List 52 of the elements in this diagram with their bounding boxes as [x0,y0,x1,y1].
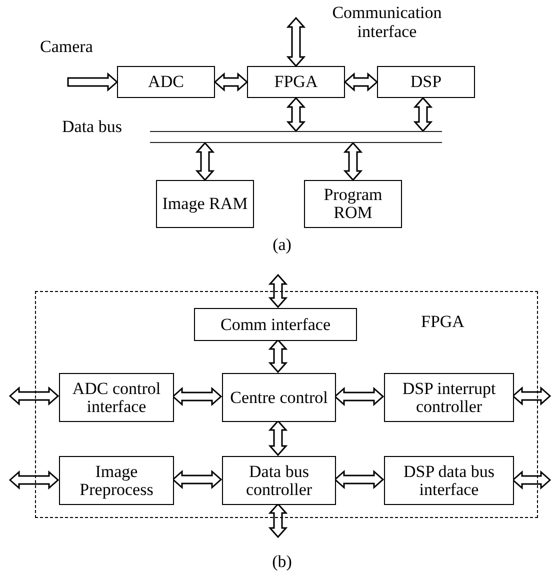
block-label: Image RAM [162,195,248,213]
text-label: (b) [271,553,293,572]
double-arrow [268,420,288,456]
double-arrow [8,386,60,406]
text-label: Camera [40,38,94,57]
block-box [247,66,345,98]
double-arrow [286,96,306,132]
block-box [304,180,402,228]
double-arrow [8,470,60,490]
double-arrow [413,96,433,132]
text-label: Communication interface [331,4,443,42]
fpga-boundary [35,291,538,518]
block-label: DSP interrupt controller [401,380,497,416]
double-arrow [334,386,384,406]
double-arrow [268,502,288,538]
text-label: (a) [272,236,292,255]
block-label: Comm interface [220,316,330,334]
group-title: FPGA [421,312,464,332]
double-arrow [268,274,288,308]
block-label: Image Preprocess [78,462,154,498]
double-arrow [334,470,384,490]
block-label: DSP [410,73,442,91]
block-label: DSP data bus interface [402,462,496,498]
double-arrow [268,338,288,374]
double-arrow [512,386,552,406]
block-box [59,373,174,422]
block-box [384,373,514,422]
double-arrow [286,16,306,68]
block-box [59,456,174,505]
block-label: Centre control [230,388,328,406]
block-box [156,180,254,228]
block-box [194,308,357,341]
data-bus-lines [150,131,442,143]
block-box [222,456,336,505]
double-arrow [214,72,248,92]
block-label: ADC control interface [71,380,162,416]
block-box [384,456,514,505]
double-arrow [512,470,552,490]
block-label: ADC [148,73,184,91]
block-label: FPGA [274,73,318,91]
double-arrow [344,72,378,92]
double-arrow [172,386,222,406]
double-arrow [195,142,215,182]
block-box [117,66,215,98]
block-box [222,373,336,422]
bus-label: Data bus [62,118,122,137]
block-label: Data bus controller [244,462,314,498]
block-label: Program ROM [322,186,384,222]
double-arrow [343,142,363,182]
block-box [377,66,475,98]
double-arrow [172,470,222,490]
double-arrow [67,72,118,92]
